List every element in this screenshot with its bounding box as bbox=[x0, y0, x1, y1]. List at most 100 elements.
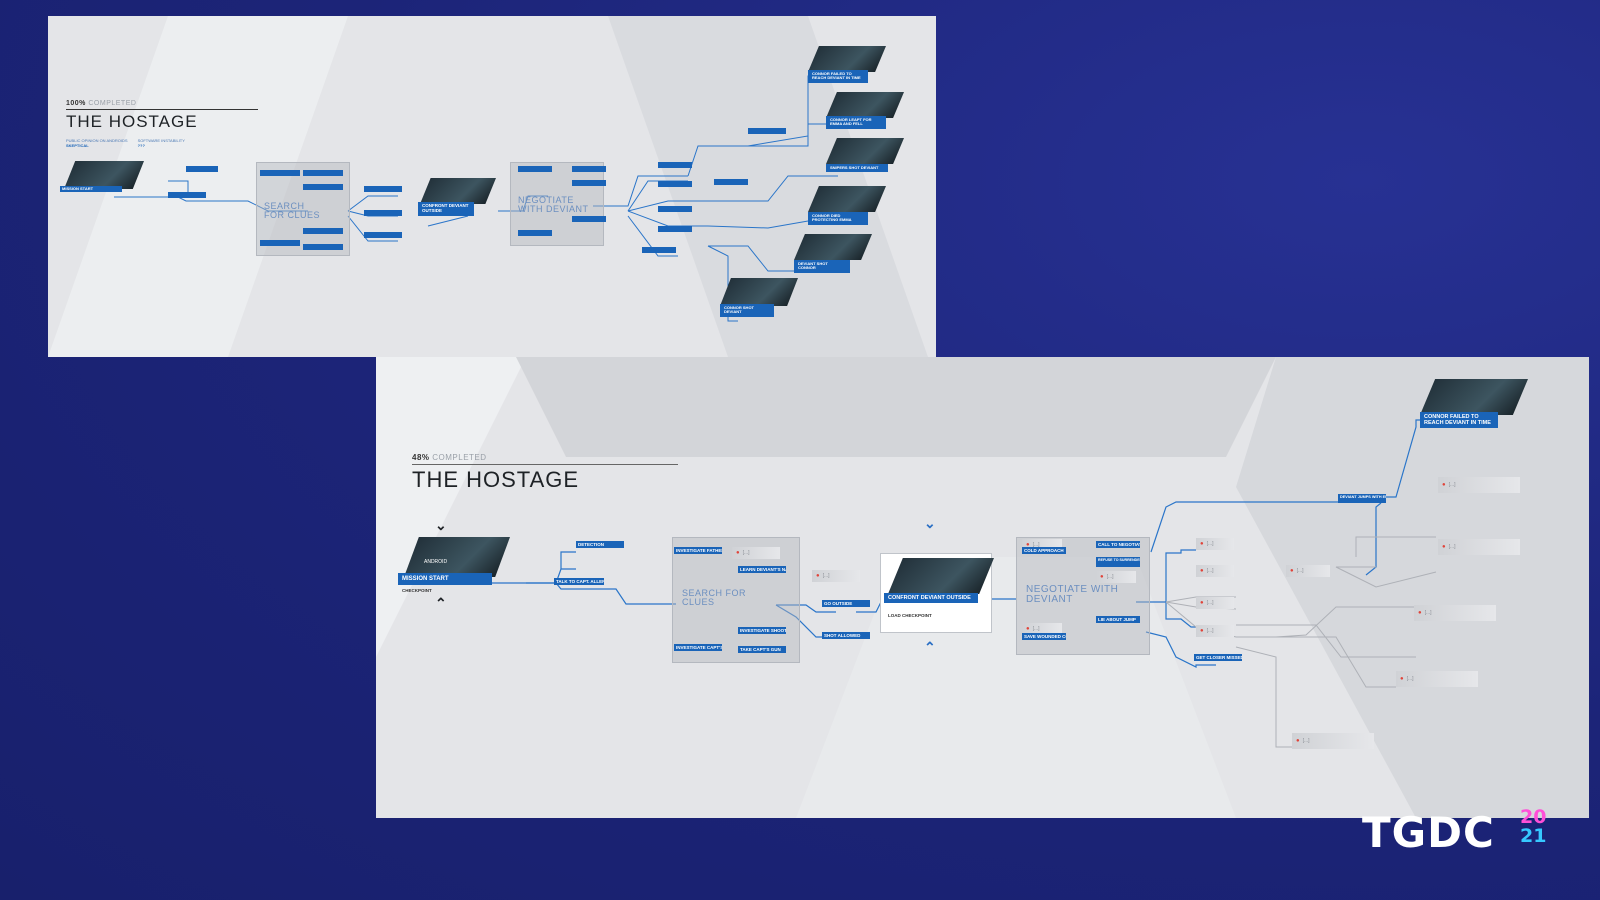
chevron-down-icon[interactable]: ⌄ bbox=[924, 515, 936, 531]
locked-ending[interactable]: ●[...] bbox=[1292, 733, 1374, 749]
lock-icon: ● bbox=[1200, 541, 1204, 547]
lock-icon: ● bbox=[1442, 482, 1446, 488]
mission-start-node[interactable]: MISSION START bbox=[398, 573, 492, 585]
lock-icon: ● bbox=[1200, 600, 1204, 606]
locked-node[interactable]: ●[...] bbox=[1022, 623, 1062, 635]
ending-thumbnail[interactable] bbox=[1420, 379, 1528, 415]
ending-4-thumbnail[interactable] bbox=[808, 186, 886, 212]
avatar-label: ANDROID bbox=[424, 559, 448, 565]
investigate-body-node[interactable]: INVESTIGATE FATHER'S BODY bbox=[674, 547, 722, 554]
section-search-clues-title: SEARCH FOR CLUES bbox=[264, 201, 321, 220]
lock-icon: ● bbox=[1290, 568, 1294, 574]
shot-allowed-node[interactable]: SHOT ALLOWED bbox=[822, 632, 870, 639]
take-gun-node[interactable]: TAKE CAPT'S GUN bbox=[738, 646, 786, 653]
confront-deviant-node[interactable]: CONFRONT DEVIANT OUTSIDE bbox=[884, 593, 978, 604]
outcome-node[interactable] bbox=[748, 128, 786, 134]
outcome-node[interactable] bbox=[658, 181, 692, 187]
talk-node[interactable] bbox=[168, 192, 206, 198]
ending-6-label[interactable]: CONNOR SHOT DEVIANT bbox=[720, 304, 774, 317]
clue-node[interactable] bbox=[260, 240, 300, 246]
ending-label[interactable]: CONNOR FAILED TO REACH DEVIANT IN TIME bbox=[1420, 412, 1498, 429]
clue-node[interactable] bbox=[260, 170, 300, 176]
ending-2-thumbnail[interactable] bbox=[826, 92, 904, 118]
ending-3-label[interactable]: SNIPERS SHOT DEVIANT bbox=[826, 164, 888, 173]
ending-1-label[interactable]: CONNOR FAILED TO REACH DEVIANT IN TIME bbox=[808, 70, 868, 83]
investigate-shooting-node[interactable]: INVESTIGATE SHOOTING bbox=[738, 627, 786, 634]
save-wounded-node[interactable]: SAVE WOUNDED COP bbox=[1022, 633, 1066, 640]
get-closer-node[interactable]: GET CLOSER MISSED bbox=[1194, 654, 1242, 661]
go-outside-node[interactable]: GO OUTSIDE bbox=[822, 600, 870, 607]
confront-thumbnail[interactable] bbox=[420, 178, 496, 204]
negotiate-node[interactable] bbox=[518, 166, 552, 172]
confront-thumbnail[interactable] bbox=[888, 558, 994, 594]
detection-node[interactable]: DETECTION bbox=[576, 541, 624, 548]
chevron-down-icon[interactable]: ⌄ bbox=[435, 517, 447, 533]
lock-icon: ● bbox=[736, 550, 740, 556]
outcome-node[interactable] bbox=[658, 226, 692, 232]
stat-software-instability: SOFTWARE INSTABILITY??? bbox=[137, 138, 185, 148]
lock-icon: ● bbox=[1026, 626, 1030, 632]
chevron-up-icon[interactable]: ⌃ bbox=[924, 639, 936, 655]
ending-3-thumbnail[interactable] bbox=[826, 138, 904, 164]
locked-ending[interactable]: ●[...] bbox=[1396, 671, 1478, 687]
deviant-jumps-node[interactable]: DEVIANT JUMPS WITH EMMA bbox=[1338, 494, 1386, 503]
ending-5-thumbnail[interactable] bbox=[794, 234, 872, 260]
ending-6-thumbnail[interactable] bbox=[720, 278, 798, 306]
mission-start-node[interactable]: MISSION START bbox=[60, 186, 122, 192]
section-search-clues-title: SEARCH FOR CLUES bbox=[682, 588, 747, 607]
locked-ending[interactable]: ●[...] bbox=[1438, 539, 1520, 555]
locked-node[interactable]: ●[...] bbox=[1196, 625, 1234, 637]
locked-node[interactable]: ●[...] bbox=[812, 570, 860, 582]
locked-node[interactable]: ●[...] bbox=[1096, 571, 1136, 583]
lock-icon: ● bbox=[1200, 568, 1204, 574]
call-negotiate-node[interactable]: CALL TO NEGOTIATE bbox=[1096, 541, 1140, 548]
confront-deviant-node[interactable]: CONFRONT DEVIANT OUTSIDE bbox=[418, 202, 474, 216]
outcome-node[interactable] bbox=[714, 179, 748, 185]
checkpoint-label: CHECKPOINT bbox=[402, 588, 432, 593]
chapter-title: THE HOSTAGE bbox=[412, 467, 580, 492]
outcome-node[interactable] bbox=[658, 206, 692, 212]
investigate-capt-body-node[interactable]: INVESTIGATE CAPT'S BODY bbox=[674, 644, 722, 651]
cold-approach-node[interactable]: COLD APPROACH bbox=[1022, 547, 1066, 554]
ending-1-thumbnail[interactable] bbox=[808, 46, 886, 72]
negotiate-node[interactable] bbox=[572, 216, 606, 222]
tgdc-logo: TGDC bbox=[1362, 808, 1495, 857]
path-node[interactable] bbox=[364, 186, 402, 192]
negotiate-node[interactable] bbox=[572, 180, 606, 186]
clue-node[interactable] bbox=[303, 244, 343, 250]
lie-about-node[interactable]: LIE ABOUT JUMP bbox=[1096, 616, 1140, 623]
progress-label: COMPLETED bbox=[432, 453, 487, 462]
locked-node[interactable]: ●[...] bbox=[1196, 565, 1234, 577]
negotiate-node[interactable] bbox=[572, 166, 606, 172]
refuse-surrender-node[interactable]: REFUSE TO SURRENDER WEAPON bbox=[1096, 557, 1140, 567]
ending-5-label[interactable]: DEVIANT SHOT CONNOR bbox=[794, 260, 850, 273]
path-node[interactable] bbox=[364, 210, 402, 216]
chevron-up-icon[interactable]: ⌃ bbox=[435, 595, 447, 611]
mission-start-thumbnail[interactable] bbox=[404, 537, 510, 577]
lock-icon: ● bbox=[1026, 542, 1030, 548]
clue-node[interactable] bbox=[303, 170, 343, 176]
locked-node[interactable]: ●[...] bbox=[732, 547, 780, 559]
flowchart-complete-panel: 100% COMPLETED THE HOSTAGE PUBLIC OPINIO… bbox=[48, 16, 936, 357]
ending-2-label[interactable]: CONNOR LEAPT FOR EMMA AND FELL bbox=[826, 116, 886, 129]
locked-ending[interactable]: ●[...] bbox=[1414, 605, 1496, 621]
locked-ending[interactable]: ●[...] bbox=[1438, 477, 1520, 493]
locked-node[interactable]: ●[...] bbox=[1196, 597, 1234, 609]
locked-node[interactable]: ●[...] bbox=[1286, 565, 1330, 577]
ending-4-label[interactable]: CONNOR DIED PROTECTING EMMA bbox=[808, 212, 868, 225]
outcome-node[interactable] bbox=[642, 247, 676, 253]
progress-header: 100% COMPLETED THE HOSTAGE PUBLIC OPINIO… bbox=[66, 100, 258, 148]
clue-node[interactable] bbox=[303, 228, 343, 234]
outcome-node[interactable] bbox=[658, 162, 692, 168]
locked-node[interactable]: ●[...] bbox=[1196, 538, 1234, 550]
path-node[interactable] bbox=[364, 232, 402, 238]
negotiate-node[interactable] bbox=[518, 230, 552, 236]
detection-node[interactable] bbox=[186, 166, 218, 172]
clue-node[interactable] bbox=[303, 184, 343, 190]
load-checkpoint-label[interactable]: LOAD CHECKPOINT bbox=[888, 613, 932, 618]
talk-capt-node[interactable]: TALK TO CAPT. ALLEN bbox=[554, 578, 604, 585]
learn-name-node[interactable]: LEARN DEVIANT'S NAME bbox=[738, 566, 786, 573]
mission-start-thumbnail[interactable] bbox=[64, 161, 144, 189]
